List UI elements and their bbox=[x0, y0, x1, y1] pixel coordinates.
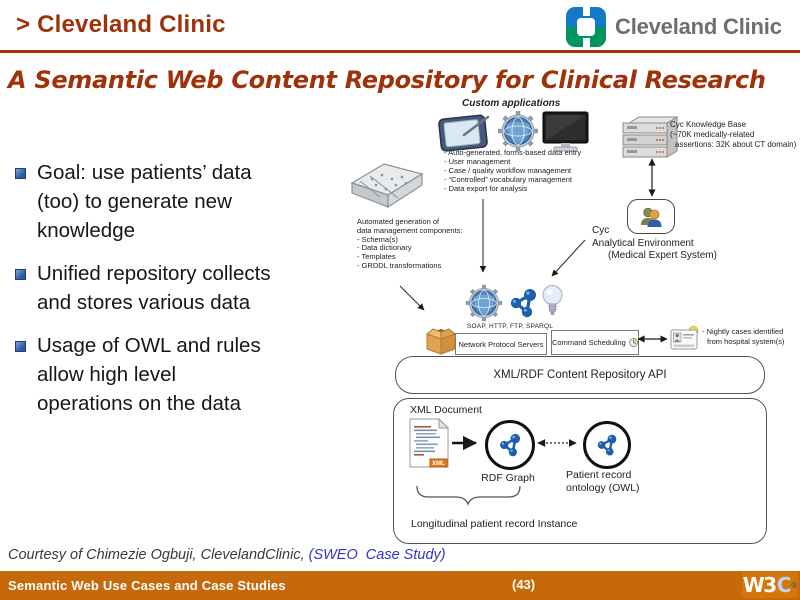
courtesy-line: Courtesy of Chimezie Ogbuji, ClevelandCl… bbox=[8, 547, 446, 563]
sweo-case-study-link[interactable]: (SWEO Case Study) bbox=[308, 547, 446, 563]
ontology-icon bbox=[583, 421, 631, 469]
page-number: (43) bbox=[512, 577, 536, 592]
toolbox-icon bbox=[350, 163, 424, 209]
nightly-cases-text: - Nightly cases identified from hospital… bbox=[702, 327, 785, 346]
rdf-graph-icon bbox=[485, 420, 535, 470]
slide-title: A Semantic Web Content Repository for Cl… bbox=[8, 66, 766, 94]
rdf-graph-label: RDF Graph bbox=[481, 472, 535, 484]
bullet-item: Goal: use patients’ data (too) to genera… bbox=[14, 158, 346, 245]
xml-document-label: XML Document bbox=[410, 404, 482, 416]
patient-card-icon bbox=[670, 326, 699, 350]
header-brand: > Cleveland Clinic bbox=[16, 11, 226, 38]
custom-applications-label: Custom applications bbox=[462, 98, 561, 109]
lightbulb-icon bbox=[542, 285, 563, 315]
cyc-knowledge-base-text: Cyc Knowledge Base (~70K medically-relat… bbox=[670, 120, 797, 149]
bullet-item: Usage of OWL and rules allow high level … bbox=[14, 331, 346, 418]
monitor-icon bbox=[542, 111, 589, 152]
rdf-molecule-icon bbox=[510, 289, 536, 318]
network-protocol-servers-box: Network Protocol Servers bbox=[455, 333, 547, 355]
ontology-label: Patient record ontology (OWL) bbox=[566, 469, 640, 494]
web-globe-gear-icon bbox=[498, 111, 538, 151]
tablet-icon bbox=[438, 114, 490, 152]
xml-file-icon: XML bbox=[409, 418, 449, 468]
package-icon bbox=[426, 328, 456, 355]
arrow-autogen-to-package bbox=[399, 285, 425, 311]
automated-generation-text: Automated generation of data management … bbox=[357, 217, 463, 270]
longitudinal-instance-label: Longitudinal patient record Instance bbox=[411, 518, 578, 530]
cleveland-clinic-logo-text: Cleveland Clinic bbox=[615, 14, 782, 39]
server-stack-icon bbox=[622, 116, 679, 158]
bullet-list: Goal: use patients’ data (too) to genera… bbox=[14, 158, 346, 432]
bullet-item: Unified repository collects and stores v… bbox=[14, 259, 346, 317]
footer-bar-title: Semantic Web Use Cases and Case Studies bbox=[8, 578, 286, 593]
longitudinal-record-box: XML Document XML bbox=[393, 398, 767, 544]
cyc-environment-box bbox=[627, 199, 675, 234]
svg-text:XML: XML bbox=[432, 461, 445, 467]
header-rule bbox=[0, 50, 800, 53]
protocols-label: SOAP, HTTP, FTP, SPARQL bbox=[467, 323, 554, 330]
cleveland-clinic-logo-mark-icon bbox=[566, 7, 606, 47]
clock-icon bbox=[629, 338, 638, 347]
footer-bar: Semantic Web Use Cases and Case Studies bbox=[0, 571, 800, 600]
people-icon bbox=[641, 207, 662, 227]
bullet-square-icon bbox=[15, 341, 26, 352]
architecture-diagram: Custom applications bbox=[340, 95, 800, 550]
command-scheduling-box: Command Scheduling bbox=[551, 330, 639, 355]
arrow-cyc-to-repository bbox=[551, 239, 586, 277]
network-globe-gear-icon bbox=[465, 284, 503, 322]
cyc-environment-text: Cyc Analytical Environment (Medical Expe… bbox=[592, 225, 717, 261]
custom-applications-feature-list: - Auto-generated, forms-based data entry… bbox=[444, 148, 582, 193]
content-repository-api-box: XML/RDF Content Repository API bbox=[395, 356, 765, 394]
bullet-square-icon bbox=[15, 269, 26, 280]
courtesy-text: Courtesy of Chimezie Ogbuji, ClevelandCl… bbox=[8, 547, 309, 563]
bullet-square-icon bbox=[15, 168, 26, 179]
cleveland-clinic-logo: Cleveland Clinic bbox=[566, 6, 782, 48]
